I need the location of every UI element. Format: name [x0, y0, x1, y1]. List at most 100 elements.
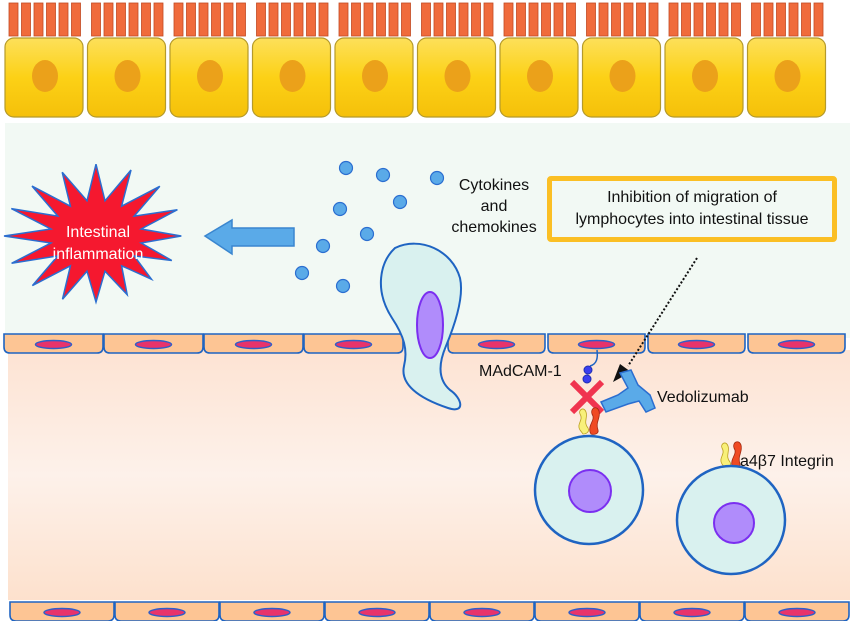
epithelial-cell: [169, 2, 249, 118]
endothelial-cell: [429, 601, 535, 622]
microvillus: [483, 2, 494, 37]
cytokine-dot: [375, 167, 391, 183]
microvillus: [293, 2, 304, 37]
microvillus: [813, 2, 824, 37]
lymphocyte-2-nucleus: [713, 502, 755, 544]
microvillus: [421, 2, 431, 37]
cytokine-dot: [392, 194, 408, 210]
migrating-lymphocyte-nucleus: [416, 291, 444, 359]
endothelial-nucleus: [568, 607, 606, 618]
integrin-icon-1: [578, 407, 600, 435]
endothelial-nucleus: [253, 607, 291, 618]
microvillus: [401, 2, 411, 37]
microvillus: [46, 2, 56, 37]
endothelial-cell: [203, 333, 304, 354]
microvillus: [256, 2, 266, 37]
cytokine-dot: [335, 278, 351, 294]
microvillus: [153, 2, 164, 37]
epithelial-cell: [664, 2, 744, 118]
microvillus: [306, 2, 316, 37]
microvillus: [236, 2, 246, 37]
epithelial-cell: [499, 2, 579, 118]
microvillus: [586, 2, 596, 37]
microvillus: [173, 2, 184, 37]
microvillus: [681, 2, 691, 37]
microvillus: [116, 2, 126, 37]
endothelial-cell: [103, 333, 204, 354]
microvillus: [8, 2, 19, 37]
madcam-strand: [589, 349, 599, 367]
endothelial-nucleus: [777, 339, 816, 350]
microvillus: [636, 2, 646, 37]
endothelial-cell: [647, 333, 746, 354]
epithelial-nucleus: [279, 60, 306, 92]
microvillus: [338, 2, 349, 37]
epithelial-nucleus: [692, 60, 718, 92]
endothelial-cell: [324, 601, 430, 622]
microvillus: [751, 2, 761, 37]
endothelium-top: [3, 333, 846, 354]
microvillus: [103, 2, 114, 37]
endothelial-nucleus: [677, 339, 716, 350]
epithelial-cell: [581, 2, 662, 118]
inhibition-line2: lymphocytes into intestinal tissue: [575, 211, 809, 228]
dotted-pointer-line: [627, 257, 698, 367]
madcam-bead-1: [583, 365, 593, 375]
microvillus: [763, 2, 774, 37]
endothelial-nucleus: [673, 607, 711, 618]
endothelial-nucleus: [34, 339, 73, 350]
endothelial-cell: [3, 333, 104, 354]
endothelial-nucleus: [358, 607, 396, 618]
microvillus: [446, 2, 456, 37]
epithelial-cell: [334, 2, 414, 118]
microvillus: [58, 2, 69, 37]
endothelial-cell: [219, 601, 325, 622]
microvillus: [376, 2, 386, 37]
endothelial-cell: [303, 333, 404, 354]
endothelial-nucleus: [148, 607, 186, 618]
microvillus: [668, 2, 679, 37]
epithelial-cell: [746, 2, 827, 118]
epithelial-nucleus: [362, 60, 388, 92]
microvillus: [211, 2, 221, 37]
microvillus: [623, 2, 634, 37]
epithelial-cell: [251, 2, 332, 118]
endothelial-cell: [114, 601, 220, 622]
cytokines-label-line1: Cytokines: [458, 177, 530, 194]
lymphocyte-1-nucleus: [568, 469, 612, 513]
epithelial-nucleus: [774, 60, 801, 92]
microvillus: [363, 2, 374, 37]
microvillus: [516, 2, 526, 37]
endothelial-cell: [534, 601, 640, 622]
endothelial-cell: [547, 333, 646, 354]
microvillus: [21, 2, 31, 37]
microvillus: [91, 2, 101, 37]
endothelial-nucleus: [463, 607, 501, 618]
inhibition-line1: Inhibition of migration of: [607, 189, 777, 206]
epithelial-nucleus: [527, 60, 553, 92]
endothelial-nucleus: [134, 339, 173, 350]
vedolizumab-label: Vedolizumab: [657, 389, 749, 406]
microvillus: [471, 2, 481, 37]
cytokine-dot: [429, 170, 445, 186]
endothelial-cell: [9, 601, 115, 622]
microvillus: [706, 2, 716, 37]
microvillus: [611, 2, 621, 37]
epithelial-nucleus: [444, 60, 471, 92]
inhibition-callout-box: Inhibition of migration of lymphocytes i…: [547, 176, 837, 242]
cytokine-dot: [338, 160, 354, 176]
cytokine-dot: [359, 226, 375, 242]
endothelium-bottom: [9, 601, 850, 622]
microvillus: [541, 2, 551, 37]
microvillus: [268, 2, 279, 37]
microvillus: [598, 2, 609, 37]
endothelial-cell: [639, 601, 745, 622]
endothelial-nucleus: [577, 339, 616, 350]
cytokines-label-line3: chemokines: [451, 219, 537, 236]
inflammation-label: Intestinal inflammation: [28, 222, 168, 266]
microvillus: [223, 2, 234, 37]
microvillus: [198, 2, 209, 37]
microvillus: [801, 2, 811, 37]
endothelial-cell: [447, 333, 546, 354]
